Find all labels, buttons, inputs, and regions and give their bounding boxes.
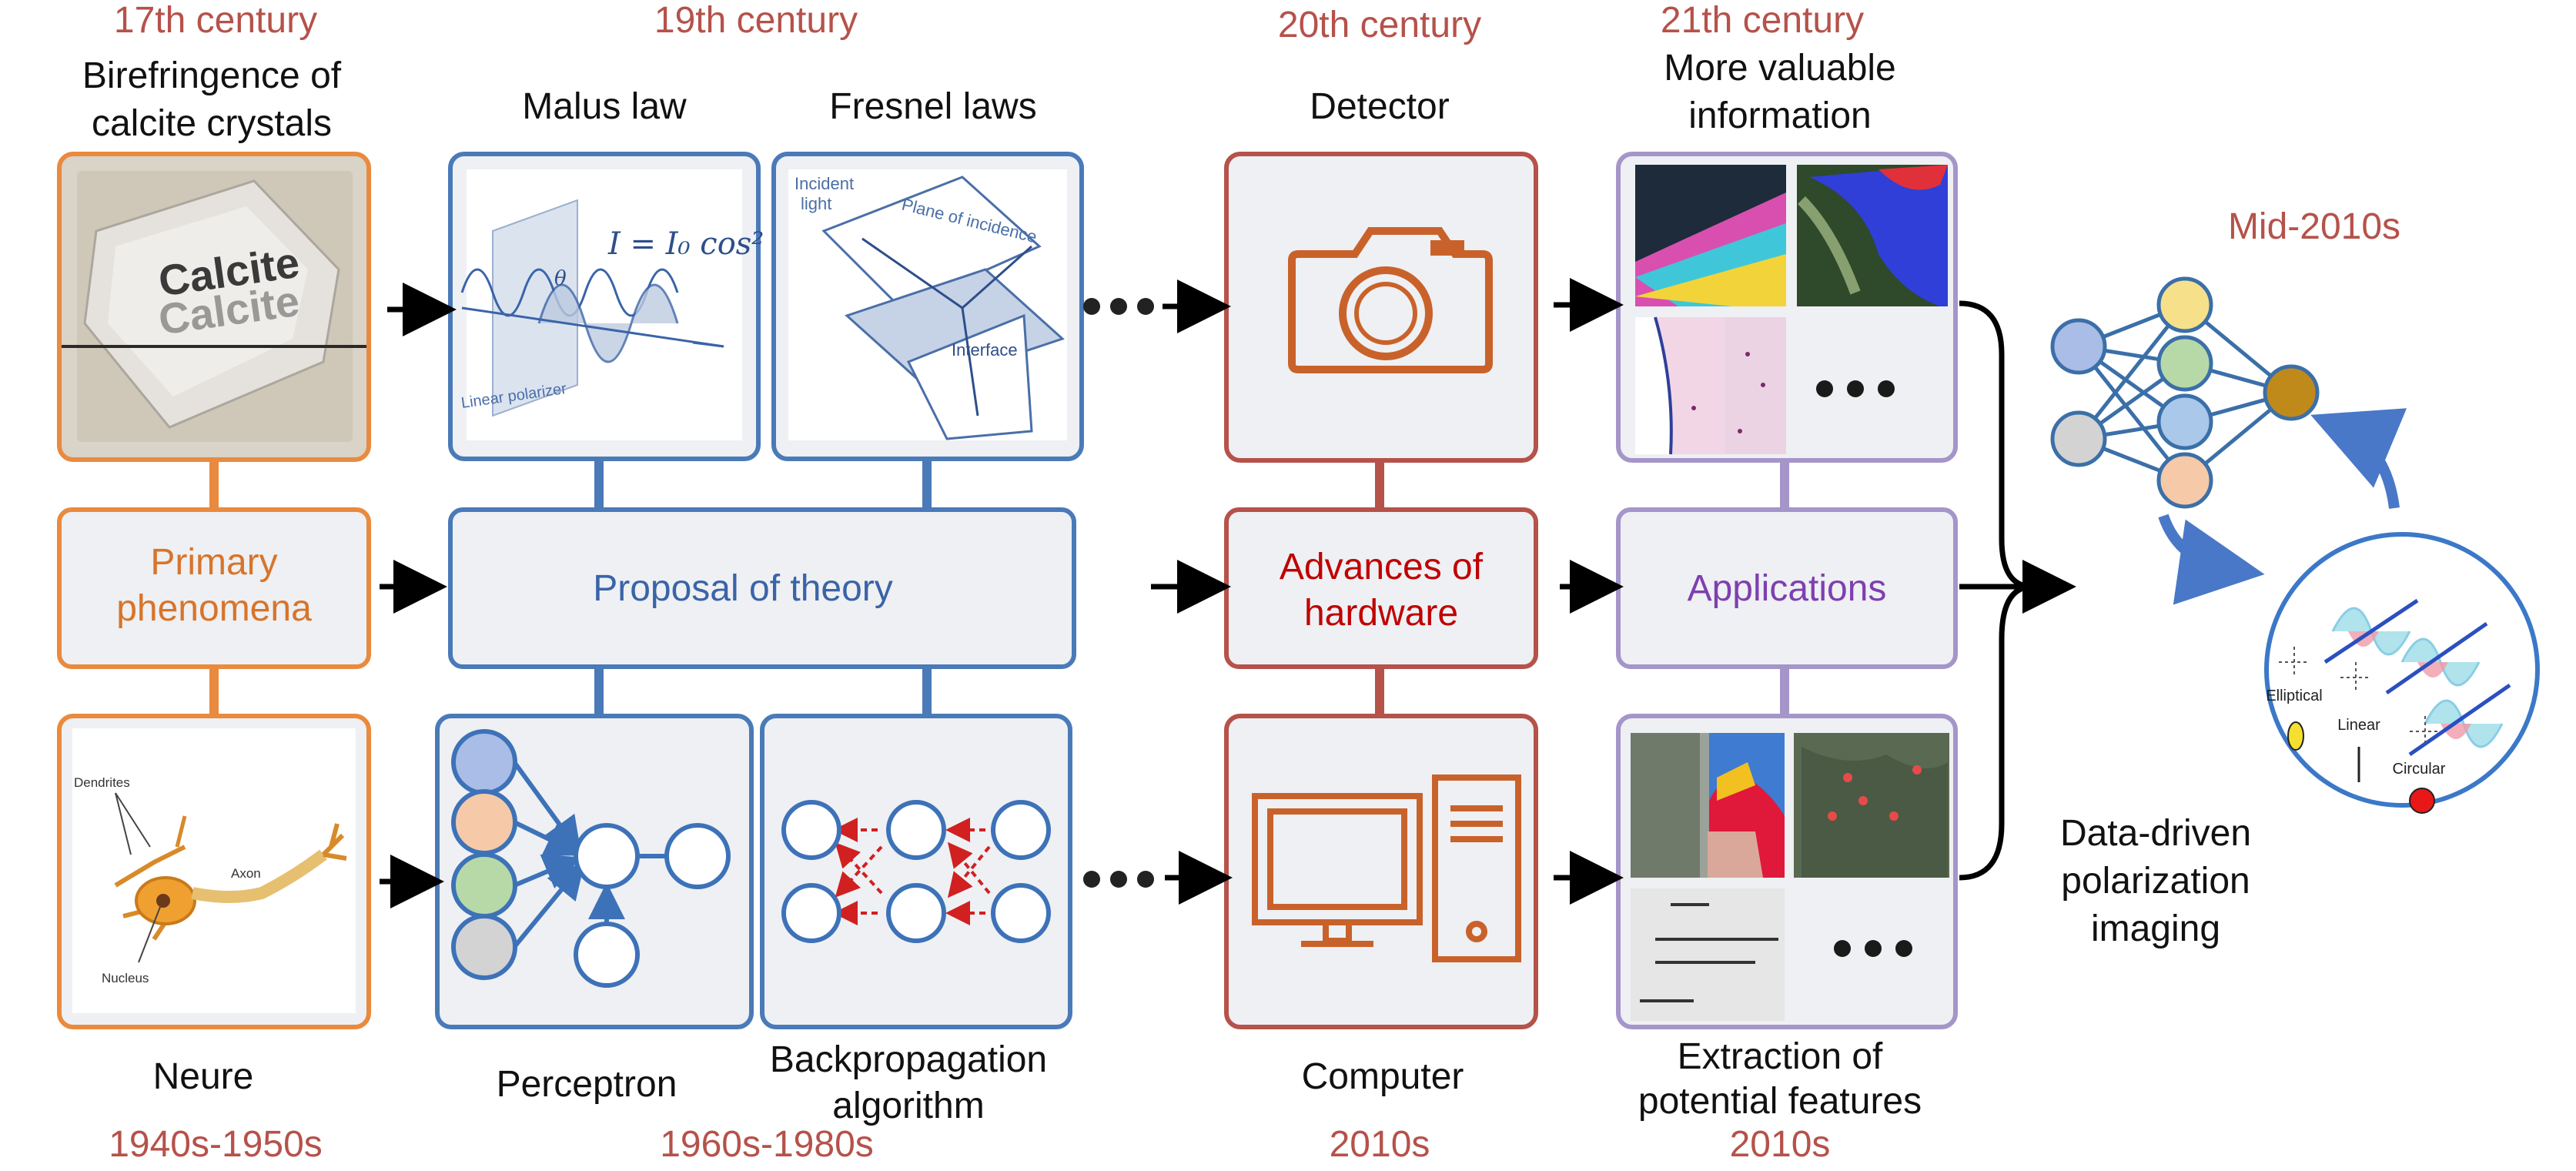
theory-label: Proposal of theory bbox=[593, 568, 893, 609]
theory-box: Proposal of theory bbox=[448, 507, 1076, 669]
incident-light-line2: light bbox=[801, 194, 831, 213]
primary-phenomena-line2: phenomena bbox=[116, 588, 312, 629]
incident-light-line1: Incident bbox=[795, 174, 854, 193]
primary-phenomena-line1: Primary bbox=[150, 542, 277, 583]
circular-label: Circular bbox=[2393, 761, 2446, 778]
ellipsis-dots bbox=[1083, 298, 1154, 888]
label-neure: Neure bbox=[153, 1056, 254, 1097]
neuron-diagram: Dendrites Axon Nucleus bbox=[57, 714, 371, 1029]
label-valuable-line2: information bbox=[1688, 95, 1871, 136]
merge-bracket bbox=[1959, 300, 2076, 881]
feature-extraction-mosaic bbox=[1616, 714, 1958, 1029]
hardware-line1: Advances of bbox=[1280, 547, 1484, 587]
computer-icon bbox=[1252, 775, 1521, 962]
linear-label: Linear bbox=[2337, 717, 2380, 734]
result-line1: Data-driven bbox=[2060, 813, 2251, 854]
malus-law-diagram: I = I₀ cos² θ θ Linear polarizer bbox=[448, 152, 792, 461]
interface-label: Interface bbox=[952, 340, 1018, 360]
perceptron-diagram bbox=[435, 714, 754, 1029]
era-17th-century: 17th century bbox=[114, 0, 317, 41]
label-fresnel-laws: Fresnel laws bbox=[829, 86, 1036, 127]
era-21th-century: 21th century bbox=[1661, 0, 1864, 41]
nucleus-label: Nucleus bbox=[102, 971, 149, 985]
era-20th-century: 20th century bbox=[1278, 5, 1481, 45]
connectors bbox=[209, 459, 1789, 716]
calcite-crystal-image: Calcite Calcite bbox=[57, 152, 371, 462]
applications-label: Applications bbox=[1688, 568, 1887, 609]
detector-box bbox=[1224, 152, 1538, 463]
result-line2: polarization bbox=[2061, 861, 2250, 902]
label-computer: Computer bbox=[1302, 1056, 1464, 1097]
label-perceptron: Perceptron bbox=[497, 1064, 677, 1105]
result-line3: imaging bbox=[2091, 908, 2220, 949]
malus-equation: I = I₀ cos² θ bbox=[607, 226, 792, 262]
label-backprop-line1: Backpropagation bbox=[770, 1039, 1047, 1080]
era-19th-century: 19th century bbox=[654, 0, 858, 41]
era-1940s-1950s: 1940s-1950s bbox=[109, 1124, 323, 1165]
computer-box bbox=[1224, 714, 1538, 1029]
label-birefringence-line1: Birefringence of bbox=[82, 55, 342, 96]
era-mid-2010s: Mid-2010s bbox=[2228, 206, 2400, 247]
camera-icon bbox=[1288, 227, 1493, 373]
label-birefringence-line2: calcite crystals bbox=[92, 103, 332, 144]
hardware-line2: hardware bbox=[1304, 593, 1458, 634]
label-malus-law: Malus law bbox=[522, 86, 687, 127]
label-extraction-line1: Extraction of bbox=[1678, 1036, 1883, 1077]
label-backprop-line2: algorithm bbox=[832, 1086, 984, 1126]
dendrites-label: Dendrites bbox=[74, 775, 130, 790]
flow-arrows bbox=[380, 278, 1624, 908]
axon-label: Axon bbox=[231, 866, 261, 881]
elliptical-label: Elliptical bbox=[2266, 688, 2322, 704]
backpropagation-diagram bbox=[760, 714, 1072, 1029]
era-2010s-computer: 2010s bbox=[1330, 1124, 1430, 1165]
primary-phenomena-box: Primary phenomena bbox=[57, 507, 371, 669]
polarization-states-circle: Elliptical Linear Circular bbox=[2264, 532, 2540, 814]
valuable-information-mosaic bbox=[1616, 152, 1958, 463]
label-extraction-line2: potential features bbox=[1638, 1081, 1922, 1122]
label-valuable-line1: More valuable bbox=[1664, 48, 1896, 89]
applications-box: Applications bbox=[1616, 507, 1958, 669]
era-2010s-features: 2010s bbox=[1730, 1124, 1831, 1165]
hardware-box: Advances of hardware bbox=[1224, 507, 1538, 669]
neural-network-diagram bbox=[2050, 276, 2320, 509]
era-1960s-1980s: 1960s-1980s bbox=[660, 1124, 874, 1165]
fresnel-laws-diagram: Incident light Plane of incidence Interf… bbox=[771, 152, 1084, 461]
svg-text:θ: θ bbox=[554, 267, 567, 290]
label-detector: Detector bbox=[1310, 86, 1449, 127]
feedback-arrows bbox=[2158, 408, 2407, 605]
